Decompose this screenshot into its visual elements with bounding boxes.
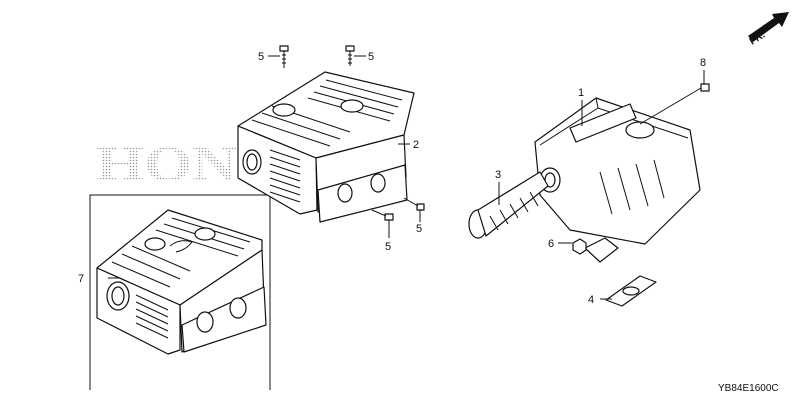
muffler-fins	[599, 159, 665, 215]
callout-5-lower-right: 5	[416, 223, 422, 235]
callout-6: 6	[548, 238, 554, 250]
callout-5-top-left: 5	[258, 51, 264, 63]
callout-7: 7	[78, 273, 84, 285]
callout-1: 1	[578, 87, 584, 99]
diagram-code: YB84E1600C	[718, 383, 779, 394]
muffler-protector-alt	[96, 209, 267, 355]
alt-side-louvers	[135, 294, 169, 339]
front-direction-arrow: FR.	[748, 12, 789, 48]
protector-bolt-well	[340, 99, 364, 113]
callout-3: 3	[495, 169, 501, 181]
bolt-lower-left	[371, 209, 394, 221]
spark-arrester	[468, 171, 549, 239]
callout-2: 2	[413, 139, 419, 151]
callout-5-lower-left: 5	[385, 241, 391, 253]
bolt-top-right	[345, 45, 355, 66]
muffler-cap-circle	[625, 121, 655, 139]
alt-mount-hole	[196, 311, 214, 333]
protector-mount-hole	[370, 173, 386, 193]
muffler-flange	[584, 237, 619, 263]
alt-bolt-well	[144, 237, 166, 251]
bolt-lower-right	[403, 197, 425, 211]
alt-mount-hole	[229, 297, 247, 319]
protector-bolt-well	[272, 103, 296, 117]
callout-5-top-right: 5	[368, 51, 374, 63]
protector-mount-hole	[337, 183, 353, 203]
leader-lines	[108, 55, 705, 300]
alt-bolt-well	[194, 227, 216, 241]
bolt-top-left	[279, 45, 289, 68]
muffler-body	[534, 97, 701, 263]
callout-8: 8	[700, 57, 706, 69]
bolt-muffler	[639, 83, 710, 125]
callout-4: 4	[588, 294, 594, 306]
muffler-protector	[237, 71, 415, 223]
protector-side-louvers	[269, 149, 301, 203]
inset-bracket	[89, 194, 271, 390]
flange-nut	[572, 238, 587, 255]
muffler-gasket	[605, 275, 657, 307]
